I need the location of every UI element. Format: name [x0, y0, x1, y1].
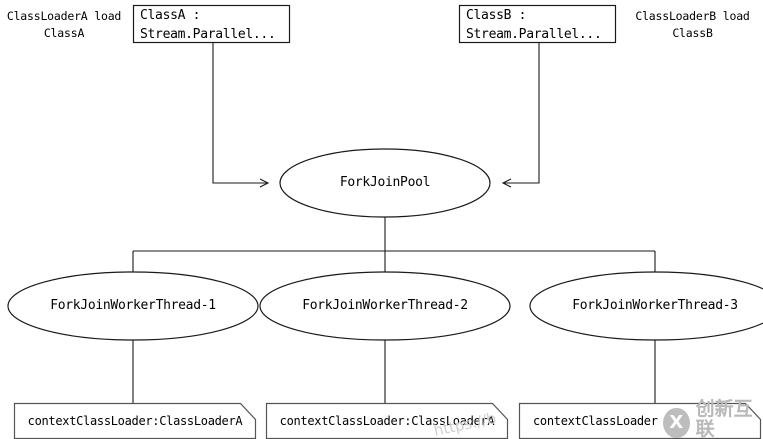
class-box-a-line1: ClassA : — [140, 8, 201, 23]
worker-1-ellipse-shape — [7, 271, 259, 341]
right-loader-annotation-line1: ClassLoaderB load — [635, 9, 750, 23]
brand-mark-icon: X — [663, 407, 690, 438]
left-loader-annotation-line1: ClassLoaderA load — [6, 9, 122, 23]
forkjoinpool-ellipse-shape — [279, 148, 491, 218]
edge-classb-to-pool — [501, 43, 540, 188]
left-loader-annotation-line2: ClassA — [43, 25, 85, 40]
right-loader-annotation-line2: ClassB — [672, 25, 713, 40]
class-box-a-line2: Stream.Parallel... — [140, 26, 276, 42]
worker-2-ellipse-shape — [259, 271, 511, 341]
note-1-shape — [13, 402, 257, 439]
worker-3-ellipse-shape — [529, 271, 763, 341]
brand-watermark-text: 创新互联 — [695, 398, 753, 439]
class-box-b-line2: Stream.Parallel... — [466, 26, 602, 42]
class-box-b-line1: ClassB : — [466, 8, 527, 23]
class-box-b-shape — [458, 4, 617, 44]
brand-watermark: X 创新互联 CHUANGXIN HULIAN — [663, 398, 763, 439]
class-box-a-label: ClassA : Stream.Parallel... — [140, 7, 288, 45]
class-box-b-label: ClassB : Stream.Parallel... — [466, 7, 614, 45]
note-3-shape — [518, 402, 762, 439]
note-2-shape — [265, 402, 509, 439]
edge-classa-to-pool — [212, 43, 270, 188]
class-box-a-shape — [132, 4, 291, 44]
